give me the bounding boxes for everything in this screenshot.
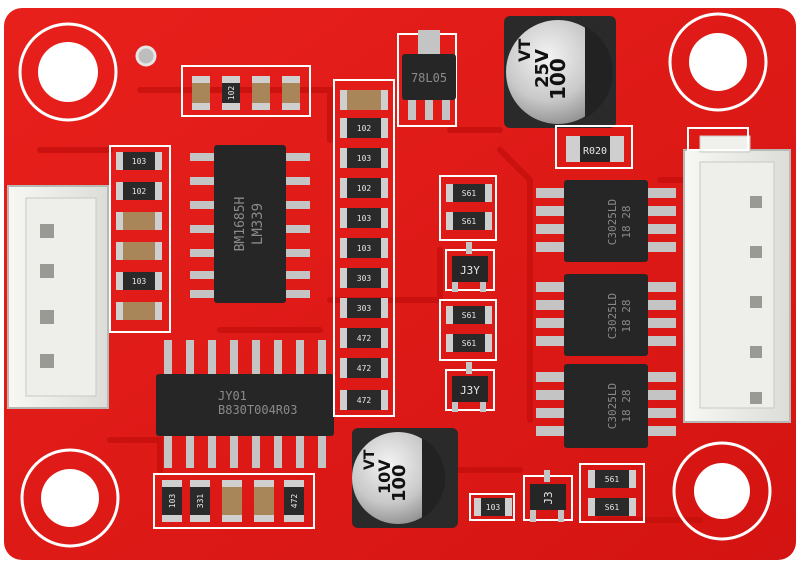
capacitor-bottom: 100 10V VT	[352, 428, 458, 528]
resistor-left-1: 102	[116, 182, 162, 200]
smd-resistors: 102 103 102 103 102 103 102 103 103 303 303 472 472 4…	[116, 76, 636, 522]
resistor-bottom-4: 472	[284, 480, 304, 522]
svg-text:102: 102	[357, 184, 372, 193]
mosfet-b: C3025LD 18 28	[536, 274, 676, 356]
svg-text:103: 103	[132, 277, 147, 286]
svg-text:S61: S61	[462, 217, 477, 226]
capacitor-top: 100 25V VT	[504, 16, 616, 128]
svg-text:472: 472	[357, 396, 372, 405]
resistor-left-0: 103	[116, 152, 162, 170]
svg-text:561: 561	[605, 475, 620, 484]
resistor-center-0	[340, 90, 388, 110]
svg-text:103: 103	[132, 157, 147, 166]
svg-text:102: 102	[227, 86, 236, 101]
comparator-marking-1: BM1685H	[233, 197, 248, 252]
resistor-top-2	[252, 76, 270, 110]
shunt-resistor: R020	[555, 125, 633, 169]
resistor-left-4: 103	[116, 272, 162, 290]
resistor-bottom-3	[254, 480, 274, 522]
mosfet-b-marking-1: C3025LD	[606, 293, 619, 339]
transistor-2-marking: J3Y	[460, 384, 480, 397]
svg-text:472: 472	[357, 334, 372, 343]
resistor-center-4: 103	[340, 208, 388, 228]
svg-text:102: 102	[132, 187, 147, 196]
driver-marking-2: B830T004R03	[218, 403, 297, 417]
svg-text:102: 102	[357, 124, 372, 133]
mosfet-a-marking-1: C3025LD	[606, 199, 619, 245]
transistor-3: J3	[523, 470, 573, 522]
comparator-chip: BM1685H LM339	[190, 145, 310, 303]
mosfet-c-marking-1: C3025LD	[606, 383, 619, 429]
svg-text:472: 472	[290, 494, 299, 509]
svg-text:103: 103	[357, 154, 372, 163]
resistor-br-1: 561	[588, 470, 636, 488]
resistor-bottom-2	[222, 480, 242, 522]
svg-text:331: 331	[196, 494, 205, 509]
resistor-br-0: 103	[474, 498, 512, 516]
mosfet-b-marking-2: 18 28	[620, 299, 633, 332]
svg-text:103: 103	[486, 503, 501, 512]
resistor-center-5: 103	[340, 238, 388, 258]
capacitor-top-voltage: 25V	[532, 49, 553, 88]
resistor-left-3	[116, 242, 162, 260]
resistor-center-9: 472	[340, 358, 388, 378]
svg-text:103: 103	[357, 244, 372, 253]
resistor-center-7: 303	[340, 298, 388, 318]
mosfet-c-marking-2: 18 28	[620, 389, 633, 422]
capacitor-bottom-series: VT	[362, 449, 378, 470]
resistor-top-1: 102	[222, 76, 240, 110]
svg-text:S61: S61	[462, 339, 477, 348]
resistor-mid-0: S61	[446, 184, 492, 202]
mosfet-a-marking-2: 18 28	[620, 205, 633, 238]
svg-text:303: 303	[357, 274, 372, 283]
svg-text:103: 103	[168, 494, 177, 509]
transistor-1: J3Y	[445, 242, 495, 292]
resistor-center-8: 472	[340, 328, 388, 348]
capacitor-top-series: VT	[515, 39, 534, 62]
transistor-2: J3Y	[445, 362, 495, 412]
resistor-left-2	[116, 212, 162, 230]
voltage-regulator: 78L05	[397, 30, 457, 127]
mounting-holes	[18, 12, 772, 548]
resistor-center-1: 102	[340, 118, 388, 138]
mosfet-a: C3025LD 18 28	[536, 180, 676, 262]
resistor-mid-1: S61	[446, 212, 492, 230]
driver-chip: JY01 B830T004R03	[156, 340, 334, 468]
svg-text:472: 472	[357, 364, 372, 373]
resistor-top-0	[192, 76, 210, 110]
resistor-bottom-0: 103	[162, 480, 182, 522]
resistor-mid-2: S61	[446, 306, 492, 324]
silkscreen-outlines	[109, 65, 749, 529]
resistor-top-3	[282, 76, 300, 110]
capacitor-top-value: 100	[546, 58, 570, 100]
svg-text:S61: S61	[605, 503, 620, 512]
driver-marking-1: JY01	[218, 389, 247, 403]
svg-text:S61: S61	[462, 189, 477, 198]
resistor-br-2: S61	[588, 498, 636, 516]
regulator-marking: 78L05	[411, 71, 447, 85]
svg-text:103: 103	[357, 214, 372, 223]
shunt-marking: R020	[583, 146, 607, 157]
left-connector	[7, 185, 109, 409]
transistor-1-marking: J3Y	[460, 264, 480, 277]
resistor-center-10: 472	[340, 390, 388, 410]
transistor-3-marking: J3	[542, 491, 555, 504]
capacitor-bottom-value: 100	[389, 464, 410, 502]
svg-text:S61: S61	[462, 311, 477, 320]
svg-text:303: 303	[357, 304, 372, 313]
resistor-left-5	[116, 302, 162, 320]
resistor-mid-3: S61	[446, 334, 492, 352]
mosfet-c: C3025LD 18 28	[536, 364, 676, 448]
right-connector	[683, 135, 791, 423]
resistor-center-6: 303	[340, 268, 388, 288]
resistor-center-3: 102	[340, 178, 388, 198]
comparator-marking-2: LM339	[250, 203, 266, 245]
resistor-bottom-1: 331	[190, 480, 210, 522]
capacitor-bottom-voltage: 10V	[375, 459, 394, 494]
resistor-center-2: 103	[340, 148, 388, 168]
